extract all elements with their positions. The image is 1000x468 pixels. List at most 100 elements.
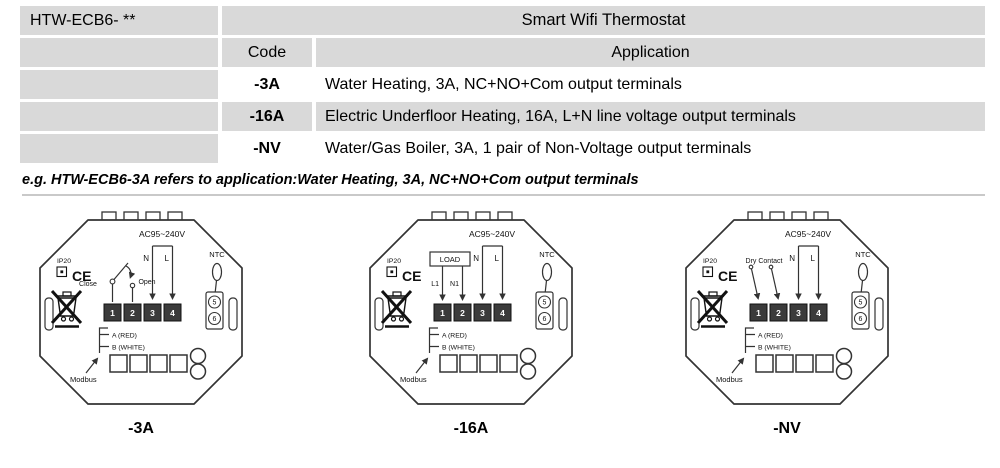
relay-switch-symbol [109, 262, 136, 302]
mount-hole-top [519, 347, 537, 365]
left-mount-slot [374, 297, 384, 331]
mount-hole-bottom [519, 363, 537, 380]
neutral-label: N [789, 254, 795, 263]
modbus-label: Modbus [70, 375, 97, 384]
terminal-4-number: 4 [170, 308, 175, 318]
weee-icon [380, 289, 413, 328]
ntc-label: NTC [855, 250, 871, 259]
mount-hole-bottom [189, 363, 207, 380]
ce-mark: CE [718, 268, 737, 284]
l1-label: L1 [431, 281, 439, 288]
sensor-terminal-block: 5 6 [851, 291, 870, 330]
modbus-a-label: A (RED) [112, 333, 137, 340]
ip-rating-label: IP20 [57, 258, 71, 265]
ntc-sensor-icon [541, 262, 553, 295]
modbus-a-label: A (RED) [442, 333, 467, 340]
application-cell-nv: Water/Gas Boiler, 3A, 1 pair of Non-Volt… [325, 139, 752, 157]
modbus-label: Modbus [400, 375, 427, 384]
terminal-2-number: 2 [460, 308, 465, 318]
modbus-connector-icon [98, 327, 109, 353]
power-rating-label: AC95~240V [469, 229, 515, 239]
terminal-4-number: 4 [816, 308, 821, 318]
load-wires [439, 266, 466, 301]
dry-contact-label: Dry Contact [746, 258, 783, 265]
display-connector [755, 354, 834, 373]
modbus-pointer-arrow [415, 357, 429, 374]
terminal-5-number: 5 [859, 300, 863, 307]
ip-rating-label: IP20 [387, 258, 401, 265]
power-supply-wires [479, 245, 506, 300]
terminal-5-number: 5 [543, 300, 547, 307]
application-cell-3a: Water Heating, 3A, NC+NO+Com output term… [325, 75, 682, 93]
terminal-2-number: 2 [130, 308, 135, 318]
code-cell-16a: -16A [222, 102, 312, 131]
power-rating-label: AC95~240V [785, 229, 831, 239]
wiring-diagram-3a: AC95~240V N L NTC 5 6 [26, 206, 256, 438]
ce-mark: CE [72, 268, 91, 284]
page-title: Smart Wifi Thermostat [222, 6, 985, 35]
terminal-4-number: 4 [500, 308, 505, 318]
code-header: Code [222, 38, 312, 67]
modbus-a-label: A (RED) [758, 333, 783, 340]
mounting-tabs [747, 211, 829, 224]
right-mount-slot [874, 297, 884, 331]
modbus-connector-icon [744, 327, 755, 353]
display-connector [439, 354, 518, 373]
example-note: e.g. HTW-ECB6-3A refers to application:W… [22, 172, 985, 196]
terminal-1-number: 1 [756, 308, 761, 318]
manual-page: HTW-ECB6- ** Smart Wifi Thermostat Code … [0, 6, 1000, 468]
terminal-3-number: 3 [150, 308, 155, 318]
output-terminal-block: 1 2 3 4 [103, 303, 182, 322]
neutral-label: N [143, 254, 149, 263]
ce-mark: CE [402, 268, 421, 284]
modbus-b-label: B (WHITE) [112, 345, 145, 352]
terminal-6-number: 6 [543, 316, 547, 323]
mount-hole-bottom [835, 363, 853, 380]
dry-contact-wires [748, 264, 781, 300]
terminal-5-number: 5 [213, 300, 217, 307]
ip-rating-label: IP20 [703, 258, 717, 265]
modbus-label: Modbus [716, 375, 743, 384]
right-mount-slot [228, 297, 238, 331]
modbus-connector-icon [428, 327, 439, 353]
application-cell-16a: Electric Underfloor Heating, 16A, L+N li… [316, 102, 985, 131]
code-cell-nv: -NV [253, 139, 281, 157]
n1-label: N1 [450, 281, 459, 288]
thermostat-back-nv: AC95~240V N L NTC 5 6 [685, 211, 889, 405]
output-terminal-block: 1 2 3 4 [749, 303, 828, 322]
modbus-pointer-arrow [85, 357, 99, 374]
ntc-label: NTC [539, 250, 555, 259]
modbus-b-label: B (WHITE) [758, 345, 791, 352]
mount-hole-top [835, 347, 853, 365]
output-terminal-block: 1 2 3 4 [433, 303, 512, 322]
model-column-spacer [20, 134, 218, 163]
modbus-b-label: B (WHITE) [442, 345, 475, 352]
application-header: Application [316, 38, 985, 67]
mount-hole-top [189, 347, 207, 365]
modbus-pointer-arrow [731, 357, 745, 374]
live-label: L [165, 254, 170, 263]
wiring-diagram-16a: AC95~240V N L NTC 5 6 [356, 206, 586, 438]
weee-icon [696, 289, 729, 328]
terminal-1-number: 1 [440, 308, 445, 318]
diagram-caption-3a: -3A [128, 420, 154, 437]
display-connector [109, 354, 188, 373]
thermostat-back-16a: AC95~240V N L NTC 5 6 [369, 211, 573, 405]
diagram-caption-nv: -NV [773, 420, 801, 437]
ip-rating-icon [56, 266, 68, 278]
sensor-terminal-block: 5 6 [205, 291, 224, 330]
terminal-2-number: 2 [776, 308, 781, 318]
live-label: L [811, 254, 816, 263]
wiring-diagrams: AC95~240V N L NTC 5 6 [0, 206, 1000, 438]
terminal-6-number: 6 [213, 316, 217, 323]
open-label: Open [138, 279, 155, 286]
wiring-diagram-nv: AC95~240V N L NTC 5 6 [672, 206, 902, 438]
neutral-label: N [473, 254, 479, 263]
weee-icon [50, 289, 83, 328]
close-label: Close [79, 281, 97, 288]
load-box [429, 251, 471, 267]
code-cell-3a: -3A [254, 75, 280, 93]
thermostat-back-3a: AC95~240V N L NTC 5 6 [39, 211, 243, 405]
ip-rating-icon [702, 266, 714, 278]
right-mount-slot [558, 297, 568, 331]
